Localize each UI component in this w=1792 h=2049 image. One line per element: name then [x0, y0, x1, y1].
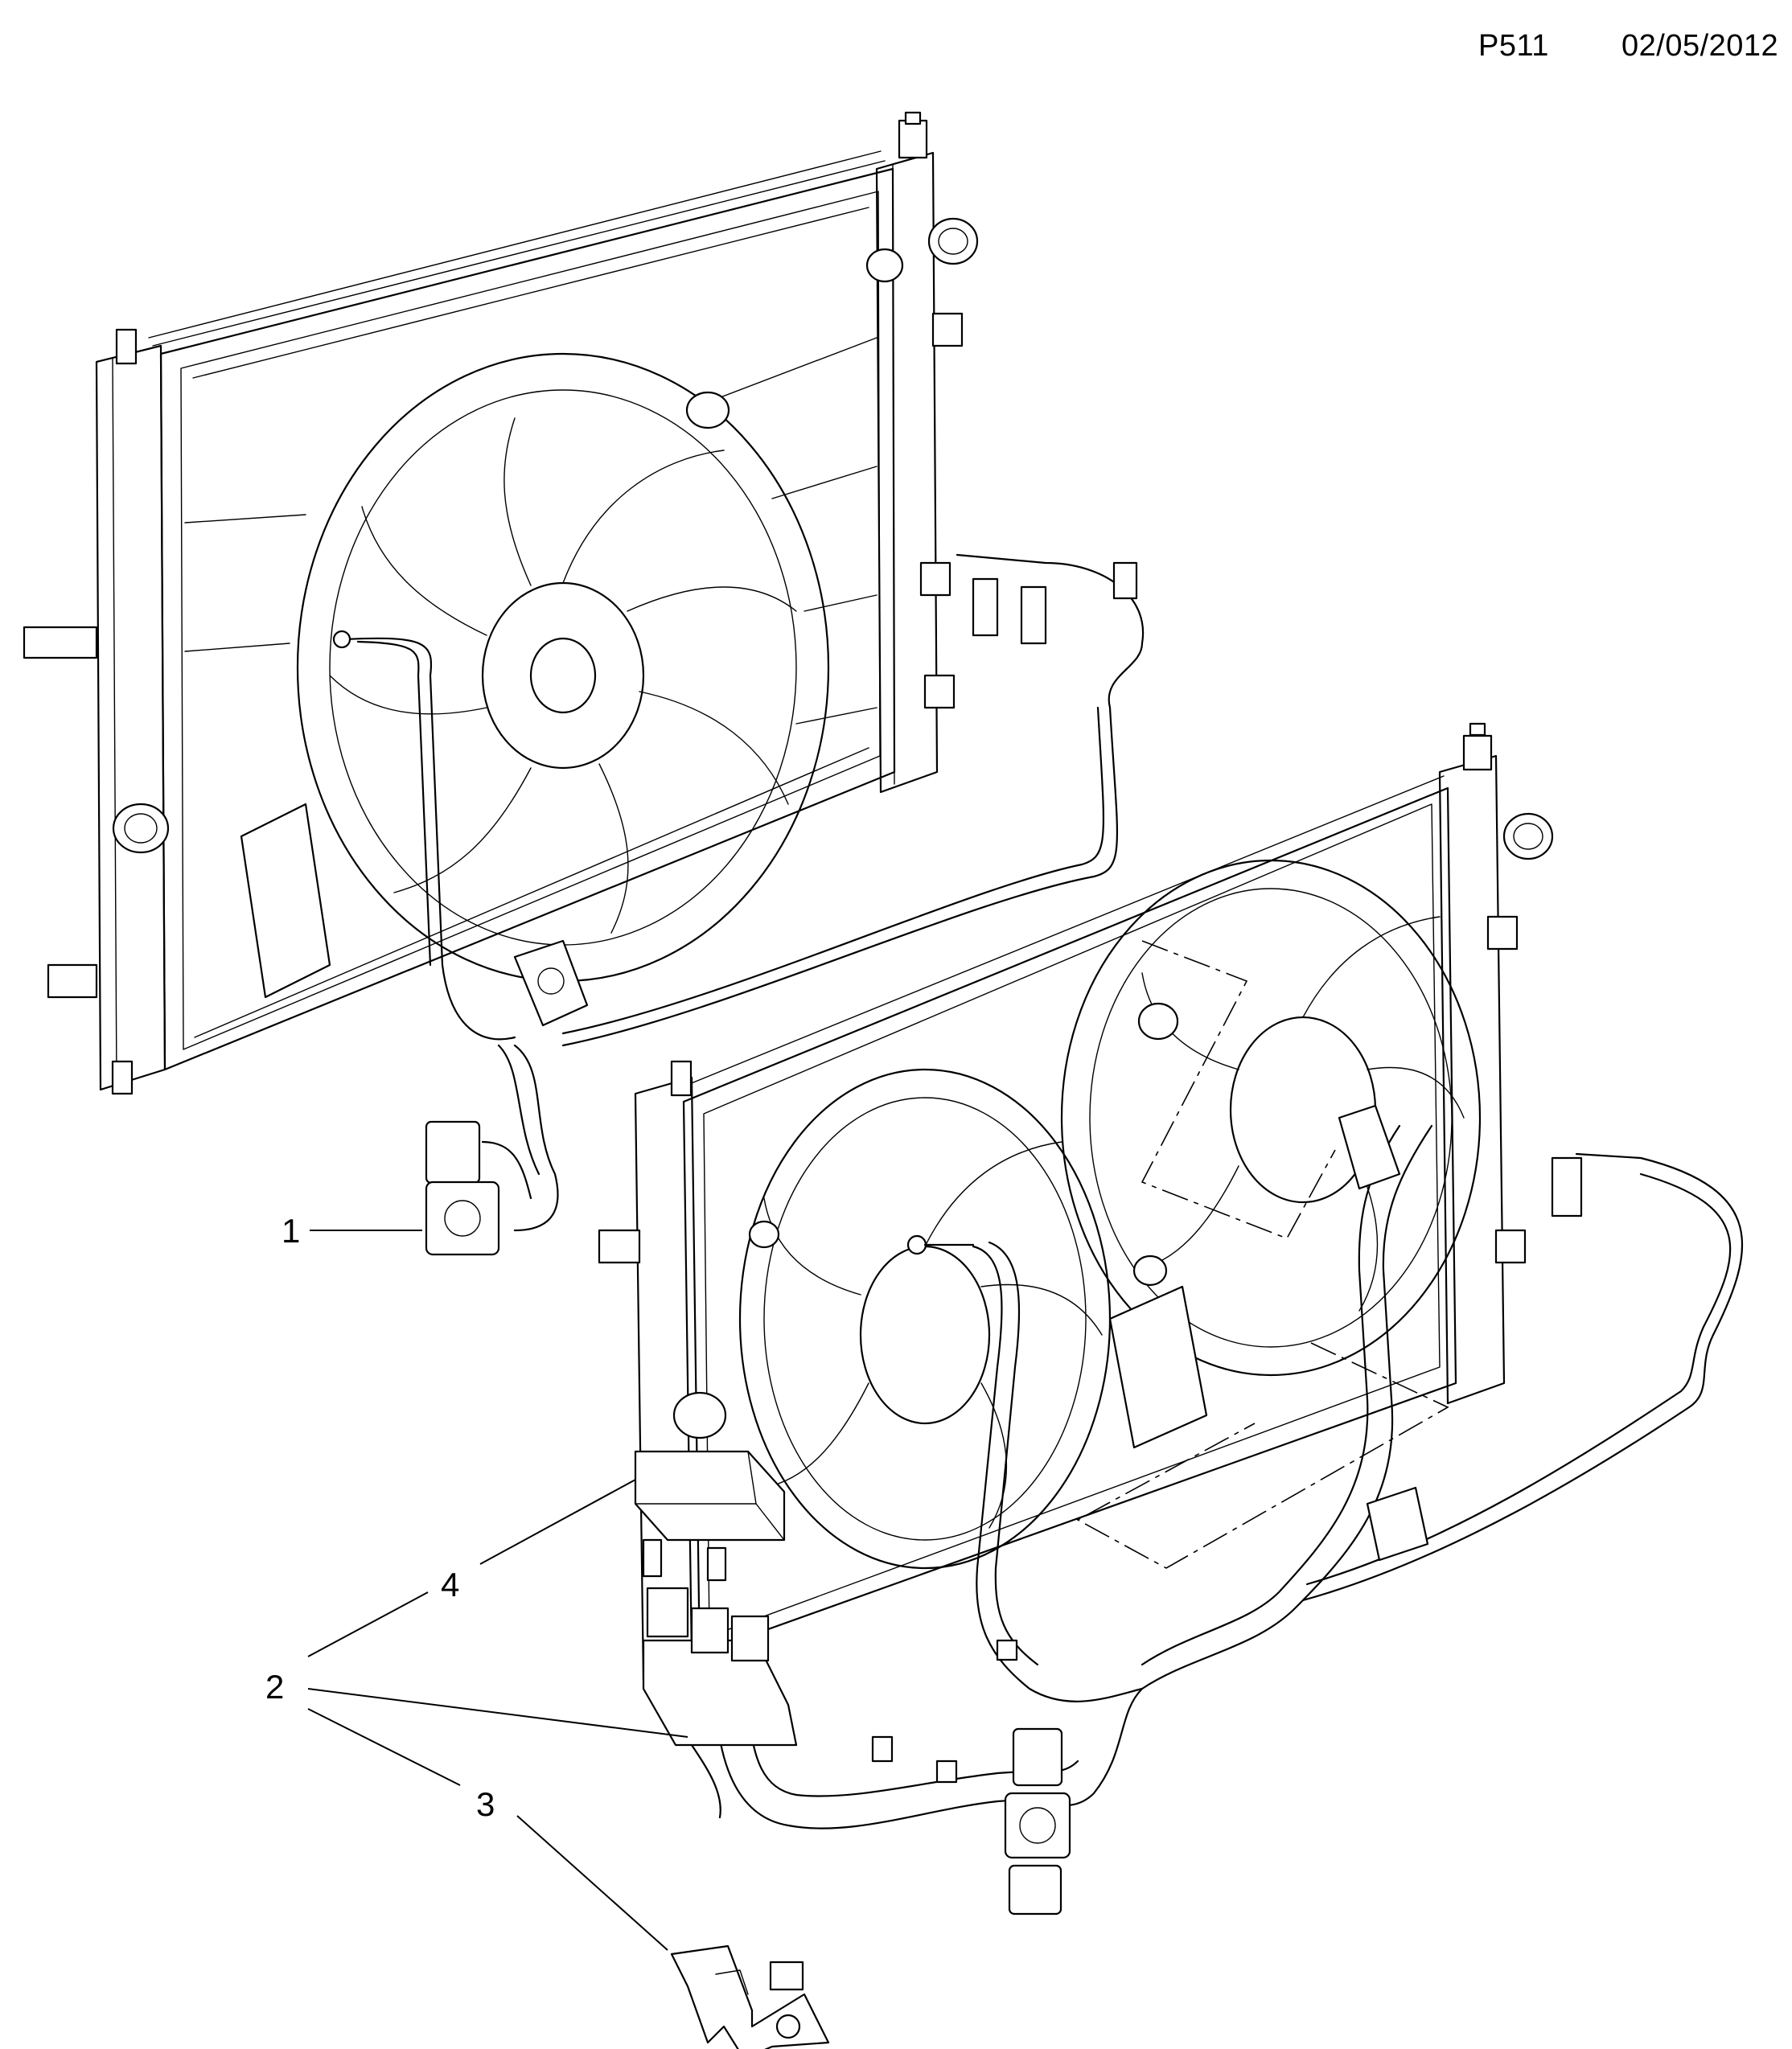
leader-2-upper	[307, 1591, 429, 1657]
callout-4: 4	[441, 1566, 459, 1603]
relay-box-cover-icon	[634, 1450, 786, 1582]
fan-wiring-harness-icon	[642, 1104, 1744, 1916]
callout-3: 3	[476, 1785, 495, 1823]
callout-2: 2	[265, 1668, 284, 1706]
leader-3-lower	[516, 1815, 668, 1951]
radiator-dual-fan-icon	[598, 722, 1554, 1682]
upper-wiring-harness	[332, 553, 1145, 1047]
bracket-icon	[670, 1944, 830, 2049]
connector-harness-icon	[425, 1044, 559, 1256]
leader-4	[479, 1479, 636, 1565]
diagram-date: 02/05/2012	[1621, 29, 1779, 63]
leader-2-lower	[307, 1688, 688, 1738]
diagram-code: P511	[1478, 29, 1549, 63]
callout-1: 1	[282, 1212, 300, 1250]
radiator-single-fan-icon	[23, 111, 979, 1095]
leader-3-upper	[307, 1708, 461, 1786]
